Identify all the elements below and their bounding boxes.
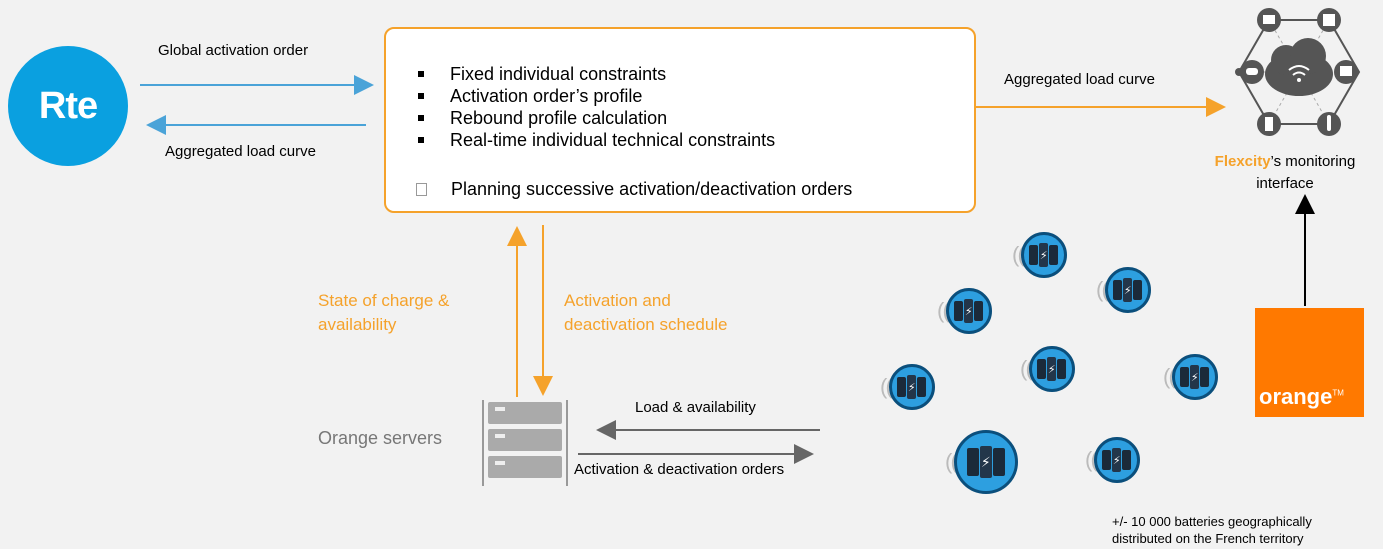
signal-waves-icon: ( (	[1085, 447, 1098, 472]
aggregated-load-left-label: Aggregated load curve	[165, 143, 316, 160]
battery-icon: ⚡	[888, 364, 935, 410]
signal-waves-icon: ( (	[945, 449, 958, 474]
monitoring-suffix: ’s monitoring	[1270, 153, 1356, 170]
batteries-caption-line2: distributed on the French territory	[1112, 531, 1304, 546]
orange-servers-label: Orange servers	[318, 428, 443, 448]
constraint-text: Fixed individual constraints	[450, 64, 667, 84]
activation-schedule-label: Activation and deactivation schedule	[564, 289, 728, 337]
activation-orders-label: Activation & deactivation orders	[574, 461, 785, 478]
battery-node: ( ( ⚡	[1163, 354, 1218, 400]
global-activation-label: Global activation order	[158, 42, 309, 59]
constraints-box: Fixed individual constraints Activation …	[384, 27, 976, 213]
monitoring-line2: interface	[1256, 175, 1314, 192]
planning-text: Planning successive activation/deactivat…	[451, 179, 853, 199]
batteries-caption: +/- 10 000 batteries geographically dist…	[1112, 513, 1312, 547]
orange-logo: orangeTM	[1255, 308, 1364, 417]
battery-node: ( ( ⚡	[1085, 437, 1140, 483]
constraints-list: Fixed individual constraints Activation …	[418, 63, 775, 151]
flexcity-brand: Flexcity	[1214, 153, 1271, 170]
battery-node: ( ( ⚡	[937, 288, 992, 334]
battery-icon: ⚡	[1093, 437, 1140, 483]
constraint-item: Activation order’s profile	[418, 85, 775, 107]
constraint-text: Activation order’s profile	[450, 86, 643, 106]
signal-waves-icon: ( (	[937, 298, 950, 323]
checkbox-glyph-icon	[416, 183, 427, 196]
planning-line: Planning successive activation/deactivat…	[416, 179, 852, 200]
orange-wordmark: orange	[1259, 384, 1333, 409]
state-of-charge-label: State of charge & availability	[318, 289, 449, 337]
signal-waves-icon: ( (	[880, 374, 893, 399]
orange-tm: TM	[1332, 388, 1344, 398]
constraint-text: Real-time individual technical constrain…	[450, 130, 776, 150]
rte-logo: Rte	[8, 46, 128, 166]
signal-waves-icon: ( (	[1096, 277, 1109, 302]
batteries-caption-line1: +/- 10 000 batteries geographically	[1112, 514, 1312, 529]
bullet-square-icon	[418, 93, 424, 99]
battery-icon: ⚡	[1104, 267, 1151, 313]
constraint-item: Real-time individual technical constrain…	[418, 129, 775, 151]
battery-icon: ⚡	[1028, 346, 1075, 392]
signal-waves-icon: ( (	[1012, 242, 1025, 267]
smart-home-hub-icon	[1235, 8, 1361, 136]
signal-waves-icon: ( (	[1020, 356, 1033, 381]
constraint-item: Fixed individual constraints	[418, 63, 775, 85]
battery-node: ( ( ⚡	[880, 364, 935, 410]
battery-node: ( ( ⚡	[945, 430, 1018, 494]
battery-icon: ⚡	[1171, 354, 1218, 400]
load-availability-label: Load & availability	[635, 399, 756, 416]
state-of-charge-line1: State of charge &	[318, 291, 450, 310]
signal-waves-icon: ( (	[1163, 364, 1176, 389]
battery-icon: ⚡	[945, 288, 992, 334]
server-stack-icon	[482, 400, 568, 486]
activation-schedule-line2: deactivation schedule	[564, 315, 728, 334]
monitoring-caption: Flexcity’s monitoring interface	[1180, 151, 1383, 195]
activation-schedule-line1: Activation and	[564, 291, 671, 310]
constraint-item: Rebound profile calculation	[418, 107, 775, 129]
battery-node: ( ( ⚡	[1096, 267, 1151, 313]
battery-icon: ⚡	[953, 430, 1018, 494]
bullet-square-icon	[418, 137, 424, 143]
constraint-text: Rebound profile calculation	[450, 108, 668, 128]
battery-node: ( ( ⚡	[1020, 346, 1075, 392]
aggregated-load-right-label: Aggregated load curve	[1004, 71, 1155, 88]
bullet-square-icon	[418, 115, 424, 121]
battery-icon: ⚡	[1020, 232, 1067, 278]
orange-logo-text: orangeTM	[1259, 384, 1344, 410]
battery-node: ( ( ⚡	[1012, 232, 1067, 278]
state-of-charge-line2: availability	[318, 315, 397, 334]
rte-logo-text: Rte	[38, 84, 98, 127]
bullet-square-icon	[418, 71, 424, 77]
